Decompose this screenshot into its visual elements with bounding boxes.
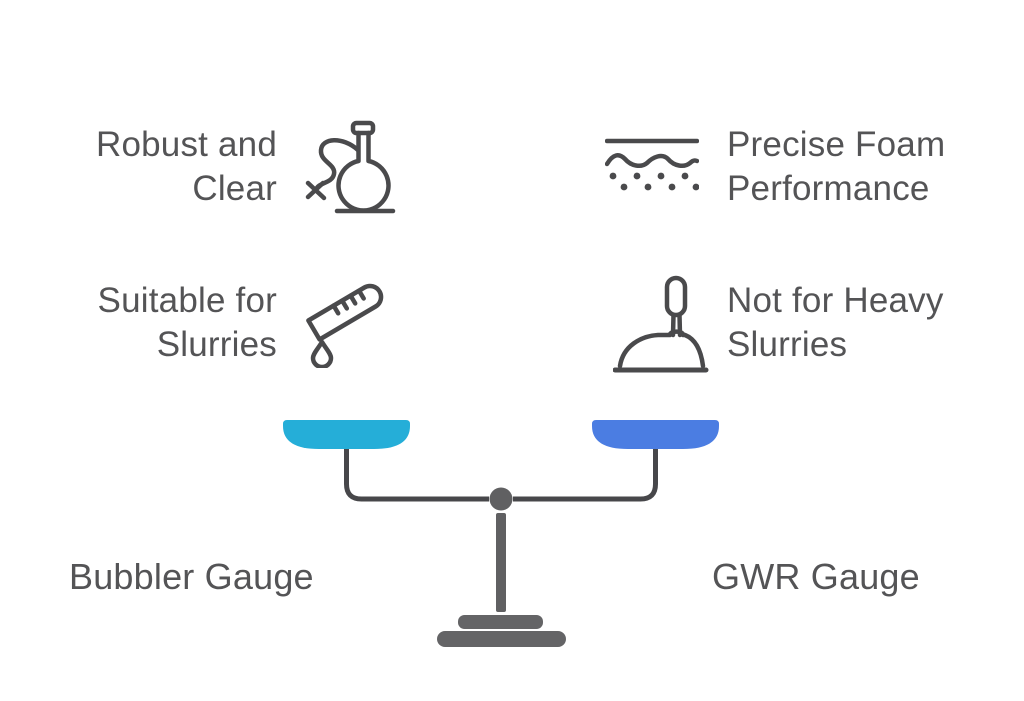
scale-base-lower xyxy=(437,631,566,647)
scale-pivot xyxy=(489,487,513,511)
foam-layers-icon xyxy=(605,136,699,194)
test-tube-drop-icon xyxy=(302,280,388,368)
left-pan xyxy=(283,420,410,449)
left-gauge-label: Bubbler Gauge xyxy=(69,556,314,597)
scale-post xyxy=(496,513,506,612)
scale-base-upper xyxy=(458,615,543,629)
balance-scale xyxy=(270,410,730,650)
flask-icon xyxy=(296,112,396,214)
scale-beam-left xyxy=(344,449,489,502)
feature-line: Suitable for xyxy=(97,281,277,320)
feature-line: Not for Heavy xyxy=(727,281,944,320)
feature-label-not-for-heavy-slurries: Not for Heavy Slurries xyxy=(727,279,977,367)
plunger-icon xyxy=(613,274,709,374)
feature-line: Performance xyxy=(727,169,930,208)
feature-label-robust-and-clear: Robust and Clear xyxy=(40,123,277,211)
feature-label-suitable-for-slurries: Suitable for Slurries xyxy=(40,279,277,367)
feature-line: Precise Foam xyxy=(727,125,946,164)
feature-label-precise-foam-performance: Precise Foam Performance xyxy=(727,123,977,211)
right-gauge-label: GWR Gauge xyxy=(712,556,920,597)
feature-line: Robust and xyxy=(95,125,277,164)
right-pan xyxy=(592,420,719,449)
feature-line: Slurries xyxy=(727,325,848,364)
scale-beam-right xyxy=(513,449,658,502)
feature-line: Slurries xyxy=(156,325,277,364)
feature-line: Clear xyxy=(192,169,277,208)
